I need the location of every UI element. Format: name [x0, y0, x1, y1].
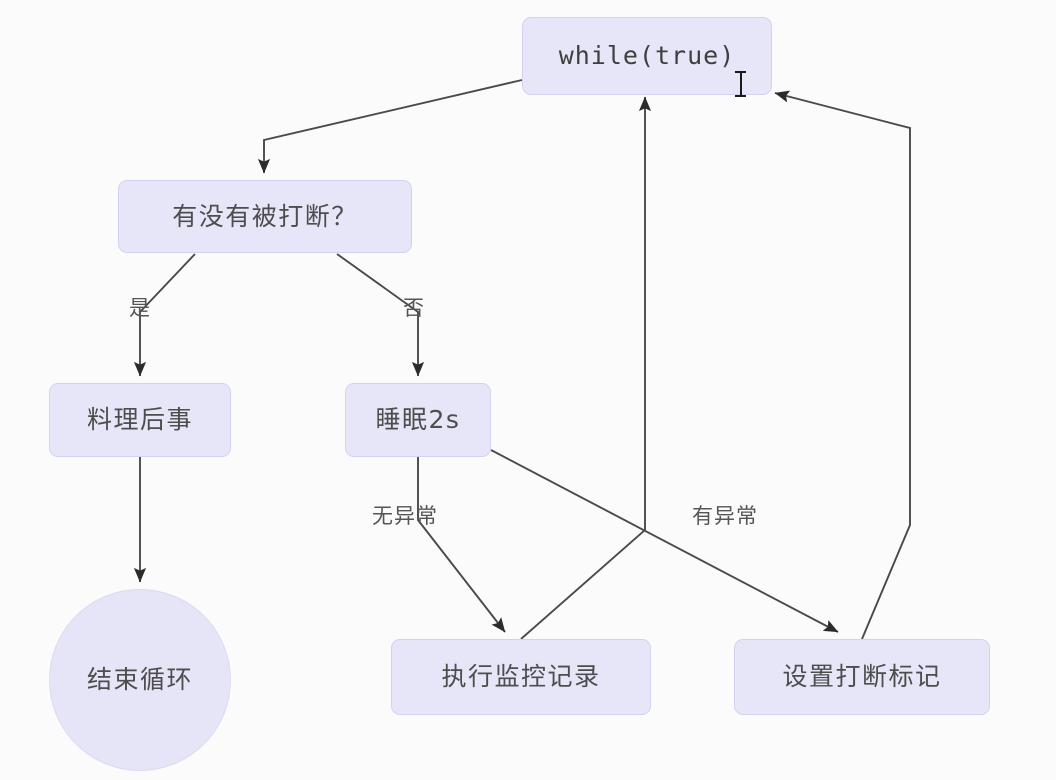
node-endloop[interactable]: 结束循环	[49, 589, 231, 771]
e-check-sleep	[336, 253, 425, 377]
e-check-cleanup	[133, 253, 196, 377]
node-sleep[interactable]: 睡眠2s	[345, 383, 491, 457]
e-sleep-setflag	[490, 449, 839, 633]
e-setflag-while	[774, 90, 911, 640]
node-label-while: while(true)	[558, 41, 736, 70]
node-label-cleanup: 料理后事	[86, 405, 193, 434]
node-label-monitor: 执行监控记录	[441, 662, 601, 691]
node-label-check: 有没有被打断？	[172, 201, 358, 231]
node-while[interactable]: while(true)	[522, 17, 772, 95]
e-while-check	[257, 79, 523, 174]
e-monitor-while	[520, 96, 652, 640]
node-check[interactable]: 有没有被打断？	[118, 180, 412, 253]
node-setflag[interactable]: 设置打断标记	[734, 639, 990, 715]
lbl-no: 否	[403, 296, 425, 320]
edges-group	[133, 79, 911, 640]
node-monitor[interactable]: 执行监控记录	[391, 639, 651, 715]
node-label-endloop: 结束循环	[86, 665, 193, 694]
node-label-setflag: 设置打断标记	[782, 662, 942, 691]
lbl-abnormal: 有异常	[692, 504, 758, 528]
lbl-normal: 无异常	[372, 504, 438, 528]
node-label-sleep: 睡眠2s	[375, 405, 461, 434]
e-sleep-monitor	[417, 457, 506, 633]
lbl-yes: 是	[129, 296, 151, 320]
node-cleanup[interactable]: 料理后事	[49, 383, 231, 457]
